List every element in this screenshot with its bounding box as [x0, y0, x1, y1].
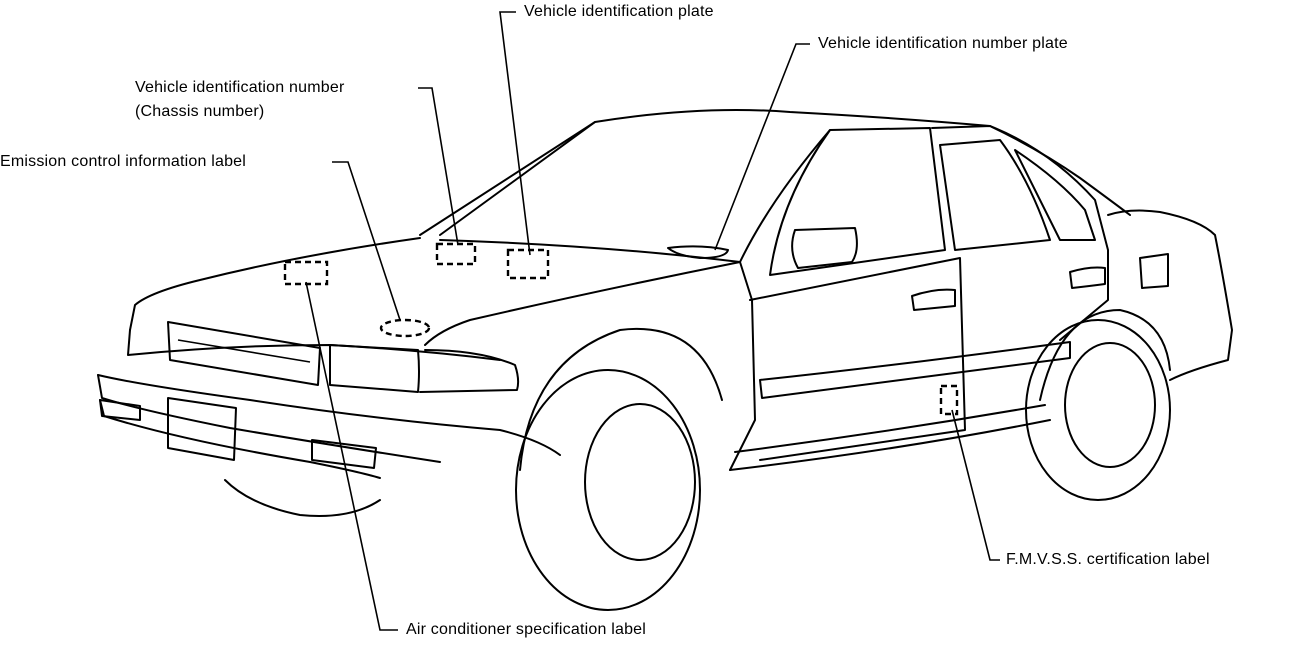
vehicle-identification-plate-marker: [506, 248, 550, 280]
vehicle-identification-number-label: Vehicle identification number: [135, 79, 345, 96]
fmvss-label-marker: [939, 384, 959, 416]
air-conditioner-label-marker: [283, 260, 329, 286]
chassis-number-label: (Chassis number): [135, 103, 265, 120]
fmvss-certification-label: F.M.V.S.S. certification label: [1006, 551, 1210, 568]
car-body: [97, 108, 1233, 611]
vehicle-identification-number-plate-label: Vehicle identification number plate: [818, 35, 1068, 52]
emission-control-information-label: Emission control information label: [0, 153, 247, 170]
air-conditioner-specification-label: Air conditioner specification label: [406, 621, 647, 638]
vehicle-identification-plate-label: Vehicle identification plate: [524, 3, 714, 20]
vin-chassis-marker: [435, 242, 477, 266]
leader-lines: [305, 11, 1000, 631]
emission-label-marker: [379, 318, 431, 338]
